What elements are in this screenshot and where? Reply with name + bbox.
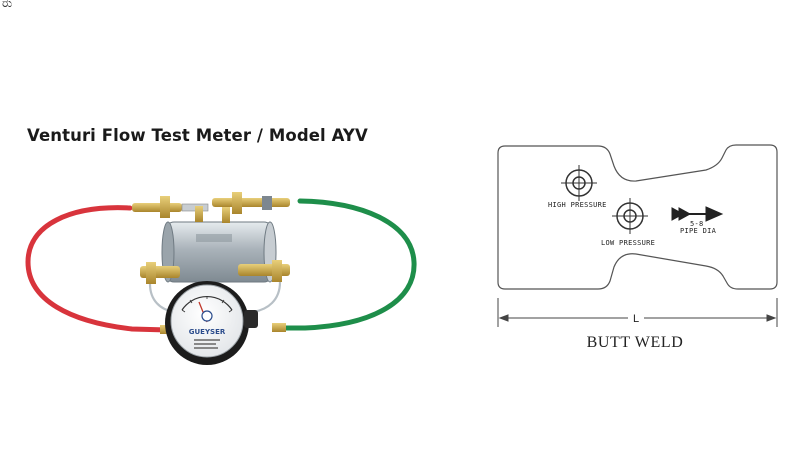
gauge-brand: GUEYSER: [189, 328, 226, 336]
pressure-gauge: GUEYSER: [165, 281, 258, 365]
high-pressure-label: HIGH PRESSURE: [548, 201, 607, 209]
flow-arrow-icon: [671, 206, 724, 222]
green-hose: [280, 198, 417, 331]
flow-label-bottom: PIPE DIA: [680, 227, 717, 235]
dimension-label: L: [633, 313, 639, 325]
corner-glyph: ರು: [2, 0, 13, 10]
length-dimension: [497, 298, 778, 327]
meter-title: Venturi Flow Test Meter / Model AYV: [27, 126, 368, 145]
low-pressure-tap: [612, 198, 648, 234]
diagram-caption: BUTT WELD: [586, 334, 684, 351]
red-hose: [25, 205, 171, 333]
high-pressure-tap: [561, 165, 597, 201]
fitting-outline: [497, 144, 778, 290]
low-pressure-label: LOW PRESSURE: [601, 239, 655, 247]
flow-label-top: 5-8: [690, 220, 704, 228]
